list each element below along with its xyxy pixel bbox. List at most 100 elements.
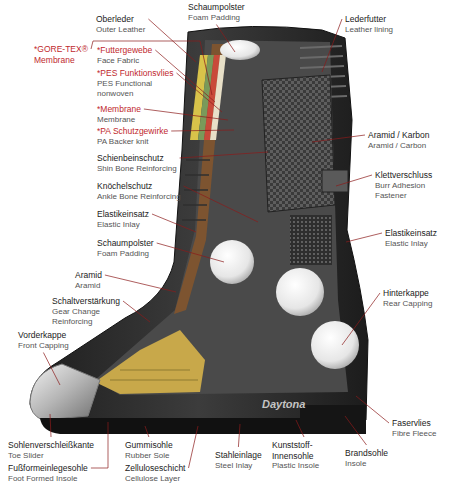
leader-line (312, 135, 365, 142)
leader-line (157, 243, 224, 262)
callout: SchaumpolsterFoam Padding (97, 238, 154, 259)
part-label: Membrane (97, 115, 141, 125)
leader-line (180, 152, 268, 158)
callout: SchienbeinschutzShin Bone Reinforcing (97, 153, 177, 174)
part-label: Aramid (75, 281, 102, 291)
leader-line (43, 353, 60, 386)
part-label: *Membrane (97, 104, 141, 115)
part-label: Aramid / Karbon (368, 130, 429, 141)
part-label: Schaumpolster (97, 238, 154, 249)
callout: SchaltverstärkungGear Change Reinforcing (52, 296, 128, 327)
part-label: Ankle Bone Reinforcing (97, 192, 181, 202)
leader-line (184, 186, 258, 222)
part-label: Aramid / Carbon (368, 141, 429, 151)
part-label: Schaumpolster (188, 2, 245, 13)
part-label: *GORE-TEX® Membrane (34, 44, 92, 65)
part-label: Gummisohle (125, 440, 173, 451)
part-label: Lederfutter (345, 14, 393, 25)
part-label: Rear Capping (383, 299, 432, 309)
callout: ZelluloseschichtCellulose Layer (125, 463, 185, 484)
part-label: Klettverschluss (375, 170, 447, 181)
callout: HinterkappeRear Capping (383, 288, 432, 309)
part-label: Outer Leather (96, 25, 145, 35)
callout: SohlenverschleißkanteToe Slider (8, 440, 94, 461)
callout: *MembraneMembrane (97, 104, 141, 125)
leader-line (144, 109, 228, 120)
callout: *GORE-TEX® Membrane (34, 44, 92, 65)
leader-line (216, 25, 235, 53)
callout: SchaumpolsterFoam Padding (188, 2, 245, 23)
leader-line (152, 214, 196, 232)
part-label: Hinterkappe (383, 288, 432, 299)
part-label: Front Capping (18, 341, 69, 351)
leader-line (177, 73, 223, 112)
callout: *FuttergewebeFace Fabric (97, 45, 152, 66)
leader-line (296, 420, 304, 437)
callout: VorderkappeFront Capping (18, 330, 69, 351)
part-label: Fibre Fleece (392, 429, 436, 439)
part-label: Cellulose Layer (125, 474, 185, 484)
part-label: Sohlenverschleißkante (8, 440, 94, 451)
callout: StahleinlageSteel Inlay (215, 450, 262, 471)
callout: OberlederOuter Leather (96, 14, 145, 35)
part-label: Elastikeinsatz (97, 209, 149, 220)
callout: KlettverschlussBurr Adhesion Fastener (375, 170, 447, 201)
part-label: PES Functional nonwoven (97, 79, 175, 99)
part-label: Gear Change Reinforcing (52, 307, 128, 327)
part-label: Fußformeinlegesohle (8, 463, 88, 474)
part-label: Schaltverstärkung (52, 296, 128, 307)
leader-line (322, 19, 342, 72)
leader-line (105, 275, 176, 292)
part-label: Kunststoff-Innensohle (272, 440, 336, 461)
part-label: Steel Inlay (215, 461, 262, 471)
part-label: Plastic Insole (272, 461, 336, 471)
leader-line (346, 233, 382, 242)
part-label: *PA Schutzgewirke (97, 126, 168, 137)
part-label: Faservlies (392, 418, 436, 429)
leader-line (123, 301, 150, 322)
callout: ElastikeinsatzElastic Inlay (385, 228, 437, 249)
part-label: Zelluloseschicht (125, 463, 185, 474)
leader-line (189, 426, 199, 468)
part-label: Foot Formed Insole (8, 474, 88, 484)
part-label: Elastikeinsatz (385, 228, 437, 239)
leader-line (342, 293, 380, 345)
part-label: Foam Padding (188, 13, 245, 23)
part-label: PA Backer knit (97, 137, 168, 147)
part-label: Daytona (262, 398, 305, 411)
callout: AramidAramid (75, 270, 102, 291)
part-label: Rubber Sole (125, 451, 173, 461)
callout: LederfutterLeather lining (345, 14, 393, 35)
leader-line (336, 175, 372, 186)
part-label: Aramid (75, 270, 102, 281)
part-label: Knöchelschutz (97, 181, 181, 192)
callout: Kunststoff-InnensohlePlastic Insole (272, 440, 336, 471)
leader-line (345, 416, 367, 445)
part-label: Face Fabric (97, 56, 152, 66)
part-label: Oberleder (96, 14, 145, 25)
callout: KnöchelschutzAnkle Bone Reinforcing (97, 181, 181, 202)
callout: Daytona (262, 398, 305, 411)
part-label: Vorderkappe (18, 330, 69, 341)
part-label: *Futtergewebe (97, 45, 152, 56)
part-label: Leather lining (345, 25, 393, 35)
part-label: Brandsohle (345, 448, 388, 459)
leader-line (171, 130, 234, 131)
callout: *PES FunktionsvliesPES Functional nonwov… (97, 68, 175, 99)
leader-line (50, 414, 51, 437)
part-label: Schienbeinschutz (97, 153, 177, 164)
callout: GummisohleRubber Sole (125, 440, 173, 461)
callout: Aramid / KarbonAramid / Carbon (368, 130, 429, 151)
callout: *PA SchutzgewirkePA Backer knit (97, 126, 168, 147)
part-label: Toe Slider (8, 451, 94, 461)
part-label: Burr Adhesion Fastener (375, 181, 447, 201)
part-label: Insole (345, 459, 388, 469)
leader-line (356, 396, 389, 423)
callout: BrandsohleInsole (345, 448, 388, 469)
callout: FaservliesFibre Fleece (392, 418, 436, 439)
part-label: Stahleinlage (215, 450, 262, 461)
part-label: Shin Bone Reinforcing (97, 164, 177, 174)
